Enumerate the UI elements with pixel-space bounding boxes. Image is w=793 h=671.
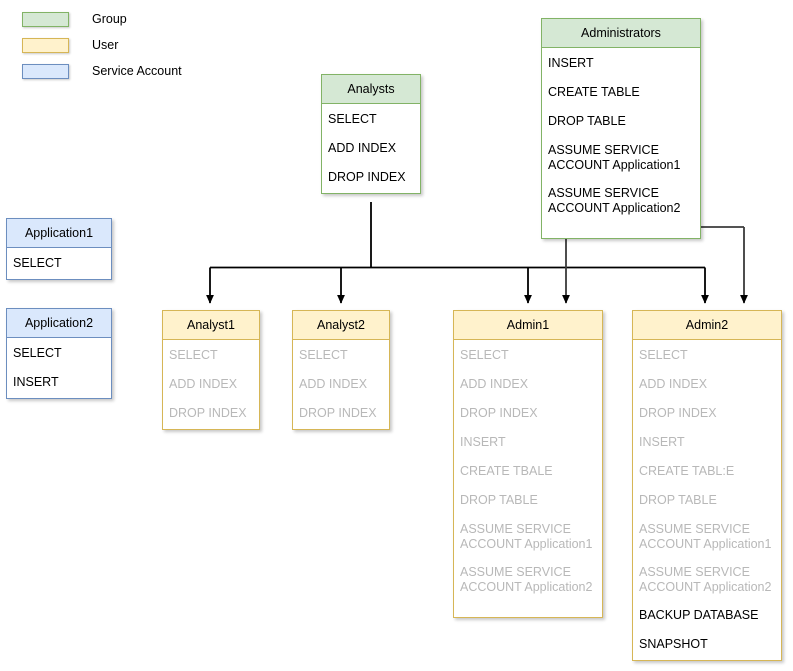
node-analyst1-permissions: SELECT ADD INDEX DROP INDEX	[163, 340, 259, 429]
legend-label-user: User	[92, 38, 119, 52]
legend-item-service-account: Service Account	[22, 60, 252, 82]
legend-swatch-service-account-icon	[22, 63, 69, 79]
permission-item: DROP INDEX	[328, 170, 406, 184]
node-admin1[interactable]: Admin1 SELECT ADD INDEX DROP INDEX INSER…	[453, 310, 603, 618]
legend-item-group: Group	[22, 8, 252, 30]
node-analyst2[interactable]: Analyst2 SELECT ADD INDEX DROP INDEX	[292, 310, 390, 430]
node-analyst1-title: Analyst1	[163, 311, 259, 340]
permission-item: DROP TABLE	[548, 114, 626, 128]
permission-item: SELECT	[13, 256, 62, 270]
node-analysts-title: Analysts	[322, 75, 420, 104]
permission-item: DROP INDEX	[460, 406, 538, 420]
permission-item: ADD INDEX	[299, 377, 368, 391]
permission-item: SELECT	[460, 348, 509, 362]
legend: Group User Service Account	[22, 8, 252, 86]
permission-item: ASSUME SERVICE ACCOUNT Application1	[460, 522, 593, 551]
permission-item: ADD INDEX	[639, 377, 708, 391]
permission-item: CREATE TBALE	[460, 464, 553, 478]
legend-label-service-account: Service Account	[92, 64, 182, 78]
permission-item: ASSUME SERVICE ACCOUNT Application1	[639, 522, 772, 551]
permission-item: INSERT	[13, 375, 59, 389]
node-analyst2-title: Analyst2	[293, 311, 389, 340]
node-application1[interactable]: Application1 SELECT	[6, 218, 112, 280]
permission-item: INSERT	[548, 56, 594, 70]
permission-item: ADD INDEX	[169, 377, 238, 391]
legend-swatch-group-icon	[22, 11, 69, 27]
permission-item: ASSUME SERVICE ACCOUNT Application2	[639, 565, 772, 594]
node-application2-title: Application2	[7, 309, 111, 338]
node-admin2-permissions: SELECT ADD INDEX DROP INDEX INSERT CREAT…	[633, 340, 781, 660]
permission-item: BACKUP DATABASE	[639, 608, 759, 622]
permission-item: ADD INDEX	[328, 141, 397, 155]
permission-item: DROP INDEX	[299, 406, 377, 420]
permission-item: SELECT	[169, 348, 218, 362]
node-application1-permissions: SELECT	[7, 248, 111, 279]
permission-item: CREATE TABLE	[548, 85, 640, 99]
node-admin2[interactable]: Admin2 SELECT ADD INDEX DROP INDEX INSER…	[632, 310, 782, 661]
legend-swatch-user-icon	[22, 37, 69, 53]
permission-item: ASSUME SERVICE ACCOUNT Application1	[548, 143, 681, 172]
permission-item: INSERT	[639, 435, 685, 449]
node-application2-permissions: SELECT INSERT	[7, 338, 111, 398]
permission-item: ASSUME SERVICE ACCOUNT Application2	[460, 565, 593, 594]
node-admin1-title: Admin1	[454, 311, 602, 340]
node-analyst2-permissions: SELECT ADD INDEX DROP INDEX	[293, 340, 389, 429]
node-administrators-permissions: INSERT CREATE TABLE DROP TABLE ASSUME SE…	[542, 48, 700, 238]
permission-item: SELECT	[299, 348, 348, 362]
legend-item-user: User	[22, 34, 252, 56]
node-analysts-permissions: SELECT ADD INDEX DROP INDEX	[322, 104, 420, 193]
permission-item: ASSUME SERVICE ACCOUNT Application2	[548, 186, 681, 215]
permission-item: CREATE TABL:E	[639, 464, 735, 478]
permission-item: DROP INDEX	[639, 406, 717, 420]
permission-item: SELECT	[13, 346, 62, 360]
permission-item: DROP INDEX	[169, 406, 247, 420]
permission-item: DROP TABLE	[639, 493, 717, 507]
node-analyst1[interactable]: Analyst1 SELECT ADD INDEX DROP INDEX	[162, 310, 260, 430]
permission-item: ADD INDEX	[460, 377, 529, 391]
permission-item: SELECT	[639, 348, 688, 362]
node-application2[interactable]: Application2 SELECT INSERT	[6, 308, 112, 399]
node-analysts[interactable]: Analysts SELECT ADD INDEX DROP INDEX	[321, 74, 421, 194]
permission-item: SELECT	[328, 112, 377, 126]
node-administrators[interactable]: Administrators INSERT CREATE TABLE DROP …	[541, 18, 701, 239]
node-admin1-permissions: SELECT ADD INDEX DROP INDEX INSERT CREAT…	[454, 340, 602, 617]
node-administrators-title: Administrators	[542, 19, 700, 48]
permission-item: SNAPSHOT	[639, 637, 708, 651]
permission-item: INSERT	[460, 435, 506, 449]
node-application1-title: Application1	[7, 219, 111, 248]
permission-item: DROP TABLE	[460, 493, 538, 507]
node-admin2-title: Admin2	[633, 311, 781, 340]
legend-label-group: Group	[92, 12, 127, 26]
